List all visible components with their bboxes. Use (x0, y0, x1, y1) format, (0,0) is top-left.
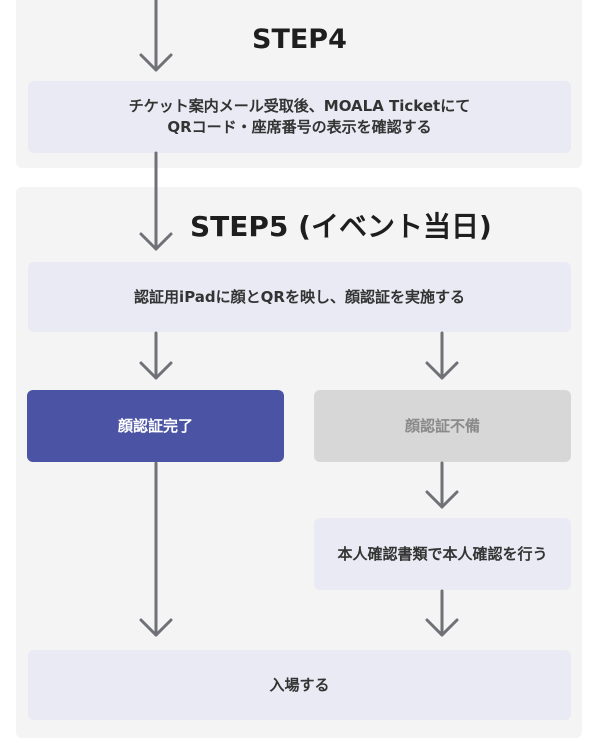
enter-venue-box: 入場する (28, 650, 571, 720)
face-auth-success-label: 顔認証完了 (117, 416, 193, 435)
face-auth-box: 認証用iPadに顔とQRを映し、顔認証を実施する (28, 262, 571, 332)
enter-venue-label: 入場する (269, 675, 330, 694)
id-check-box: 本人確認書類で本人確認を行う (314, 518, 571, 590)
face-auth-fail-label: 顔認証不備 (404, 416, 480, 435)
id-check-label: 本人確認書類で本人確認を行う (337, 544, 548, 563)
step5-title: STEP5 (イベント当日) (190, 210, 492, 243)
step4-instruction-line-2: QRコード・座席番号の表示を確認する (167, 118, 432, 136)
face-auth-fail-box: 顔認証不備 (314, 390, 571, 462)
face-auth-success-box: 顔認証完了 (27, 390, 284, 462)
face-auth-label: 認証用iPadに顔とQRを映し、顔認証を実施する (134, 287, 465, 306)
step4-instruction-line-1: チケット案内メール受取後、MOALA Ticketにて (128, 97, 471, 115)
step4-instruction-box: チケット案内メール受取後、MOALA Ticketにて QRコード・座席番号の表… (28, 81, 571, 153)
step4-title: STEP4 (252, 24, 347, 55)
